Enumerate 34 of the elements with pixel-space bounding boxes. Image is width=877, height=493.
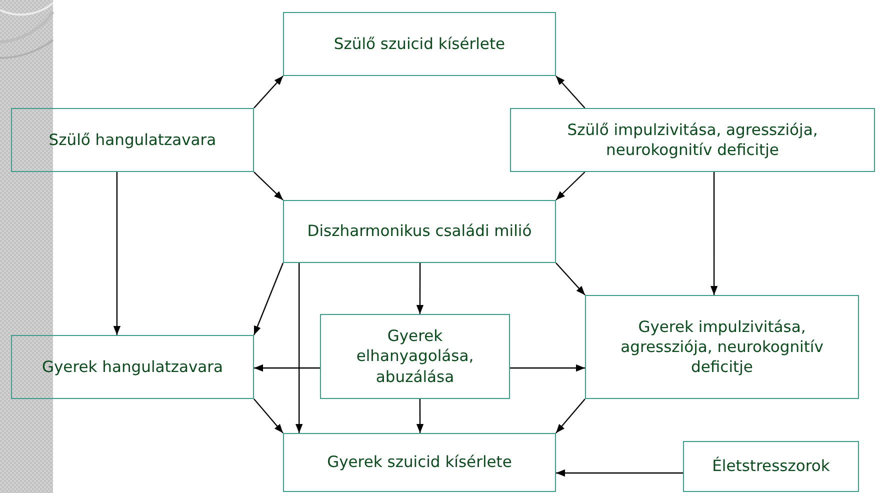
- arrow: [510, 364, 585, 372]
- process-box: [11, 108, 254, 172]
- process-box: [283, 200, 556, 263]
- arrow: [254, 172, 284, 200]
- box-label: Életstresszorok: [711, 456, 831, 477]
- arrow: [254, 398, 284, 434]
- arrow: [556, 262, 586, 296]
- process-box: [283, 433, 556, 492]
- box-label: Gyerek hangulatzavara: [40, 356, 224, 378]
- arrow: [556, 172, 586, 200]
- arrow: [253, 262, 284, 336]
- box-label: Szülő impulzivitása, agressziója, neurokognitív deficitje: [566, 120, 819, 160]
- box-label: Gyerek szuicid kísérlete: [326, 452, 513, 473]
- box-label: Diszharmonikus családi milió: [306, 221, 533, 242]
- process-box: [510, 108, 875, 172]
- arrow: [416, 399, 424, 433]
- arrow: [296, 263, 303, 433]
- arrow: [556, 76, 586, 108]
- process-box: [683, 441, 859, 492]
- box-label: Gyerek impulzivitása, agressziója, neurokognitív deficitje: [620, 316, 824, 378]
- process-box: [585, 295, 859, 399]
- arrow: [113, 172, 121, 335]
- arrow: [254, 364, 320, 372]
- arrow: [556, 398, 586, 434]
- box-label: Gyerek elhanyagolása, abuzálása: [355, 326, 475, 387]
- arrow: [254, 76, 284, 108]
- process-box: [11, 335, 254, 399]
- process-box: [320, 314, 510, 399]
- process-box: [283, 12, 556, 76]
- arrow: [416, 263, 424, 314]
- arrow: [556, 469, 683, 477]
- arrow: [710, 172, 718, 295]
- box-label: Szülő hangulatzavara: [48, 130, 218, 150]
- box-label: Szülő szuicid kísérlete: [332, 34, 506, 54]
